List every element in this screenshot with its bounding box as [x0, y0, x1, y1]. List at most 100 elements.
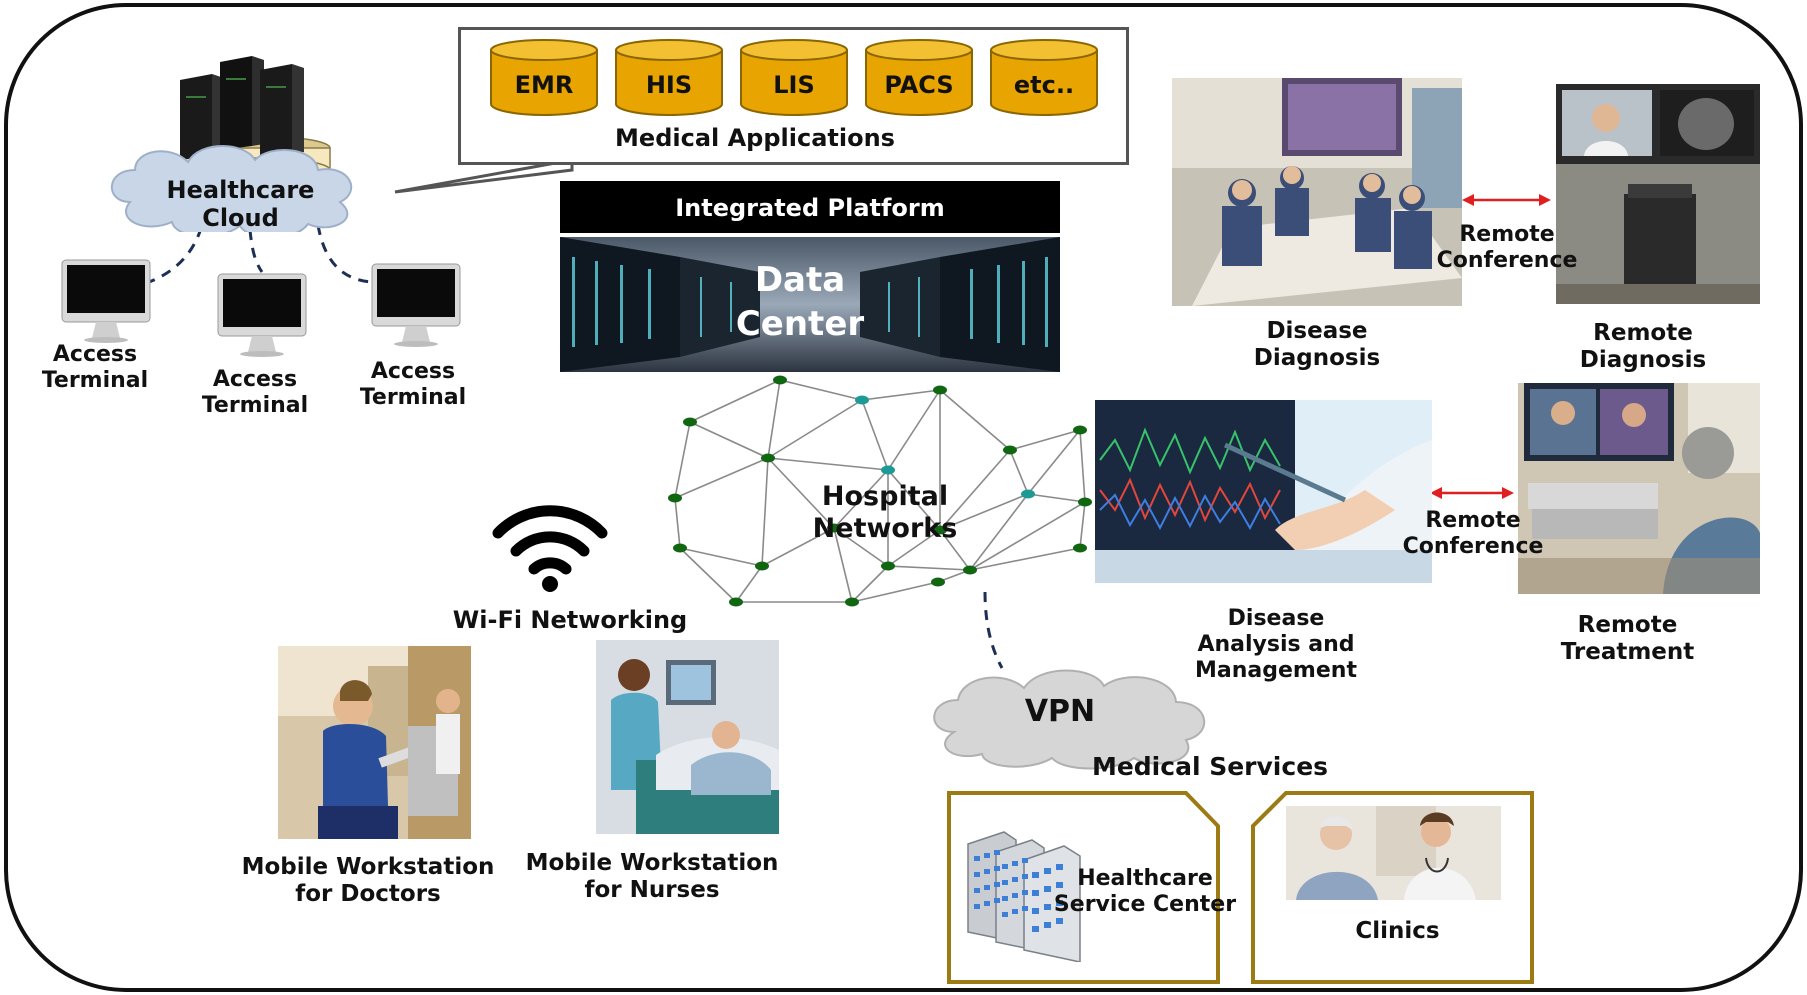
network-node	[1003, 445, 1017, 455]
disease-diagnosis-photo	[1172, 78, 1462, 306]
network-link	[969, 547, 1081, 571]
network-link	[861, 389, 941, 401]
network-link	[674, 497, 681, 549]
office-buildings-icon	[967, 831, 1081, 962]
data-center-image	[560, 237, 1060, 372]
network-link	[1009, 429, 1081, 451]
access-terminal-label: Access Terminal	[359, 359, 467, 410]
network-node	[755, 561, 769, 571]
database-label: HIS	[646, 71, 692, 99]
network-link	[887, 565, 971, 571]
remote-diagnosis-label: Remote Diagnosis	[1579, 320, 1707, 374]
medical-services-title: Medical Services	[1091, 752, 1329, 781]
outer-frame	[4, 3, 1803, 992]
data-center-label: Data Center	[735, 260, 865, 345]
clinic-photo	[1286, 806, 1501, 900]
database-label: PACS	[884, 71, 953, 99]
network-link	[939, 529, 971, 571]
database-cylinder-icon: PACS	[865, 39, 973, 116]
vpn-cloud	[933, 669, 1206, 770]
access-terminal-label: Access Terminal	[41, 342, 149, 393]
network-vpn-link	[983, 591, 1004, 669]
doctor-workstation-photo	[278, 646, 471, 839]
clinics-label: Clinics	[1355, 918, 1440, 944]
network-link	[1009, 449, 1029, 495]
network-link	[767, 379, 781, 459]
imac-monitor-icon	[217, 273, 307, 357]
network-node	[845, 597, 859, 607]
network-node	[761, 453, 775, 463]
callout-tail	[394, 158, 574, 194]
database-row: EMR HIS LIS PACS etc..	[488, 38, 1108, 118]
network-link	[969, 501, 1086, 571]
network-node	[668, 493, 682, 503]
network-link	[761, 527, 835, 567]
network-link	[689, 379, 781, 423]
network-link	[767, 457, 889, 471]
network-link	[887, 529, 941, 567]
cloud-terminal-link-3	[316, 224, 373, 284]
database-label: etc..	[1014, 71, 1074, 99]
integrated-platform-title: Integrated Platform	[675, 194, 945, 222]
network-node	[931, 577, 945, 587]
imac-monitor-icon	[61, 259, 151, 343]
network-node	[1073, 425, 1087, 435]
network-node	[673, 543, 687, 553]
network-link	[851, 565, 889, 603]
healthcare-service-center-label: Healthcare Service Center	[1053, 866, 1237, 917]
remote-conference-label-top: Remote Conference	[1436, 222, 1578, 273]
network-link	[887, 469, 941, 531]
network-link	[939, 389, 1011, 451]
network-node	[1078, 497, 1092, 507]
network-link	[779, 379, 863, 401]
remote-conference-label-bottom: Remote Conference	[1402, 508, 1544, 559]
healthcare-cloud-label: Healthcare Cloud	[166, 176, 315, 233]
network-link	[674, 421, 691, 499]
hospital-networks-label: Hospital Networks	[812, 481, 958, 544]
network-link	[761, 457, 769, 567]
database-cylinder-icon: LIS	[740, 39, 848, 116]
network-node	[683, 417, 697, 427]
disease-analysis-photo	[1095, 400, 1432, 583]
network-node	[933, 525, 947, 535]
network-node	[963, 565, 977, 575]
network-node	[1021, 489, 1035, 499]
hospital-network-mesh	[668, 375, 1092, 607]
network-node	[1073, 543, 1087, 553]
network-link	[851, 581, 939, 603]
cloud-terminal-link-1	[139, 209, 207, 287]
database-label: LIS	[773, 71, 815, 99]
database-cylinder-icon: HIS	[615, 39, 723, 116]
network-link	[1079, 501, 1086, 549]
network-link	[735, 565, 763, 603]
mobile-workstation-nurses-label: Mobile Workstation for Nurses	[525, 850, 779, 904]
network-link	[969, 493, 1029, 571]
mobile-workstation-doctors-label: Mobile Workstation for Doctors	[241, 854, 495, 908]
network-link	[887, 389, 941, 471]
healthcare-cloud	[110, 56, 352, 232]
network-node	[855, 395, 869, 405]
server-towers-icon	[180, 56, 304, 160]
remote-treatment-photo	[1518, 383, 1760, 594]
network-link	[833, 527, 889, 567]
wifi-label: Wi-Fi Networking	[452, 606, 688, 634]
network-link	[1027, 493, 1086, 503]
network-node	[881, 561, 895, 571]
network-link	[689, 421, 769, 459]
network-link	[679, 547, 763, 567]
remote-treatment-label: Remote Treatment	[1560, 612, 1695, 666]
network-node	[729, 597, 743, 607]
cloud-terminal-link-2	[248, 229, 264, 273]
network-link	[767, 399, 863, 459]
nurse-workstation-photo	[596, 640, 779, 834]
network-link	[767, 457, 835, 529]
database-label: EMR	[515, 71, 574, 99]
integrated-platform-banner	[560, 181, 1060, 233]
network-link	[939, 493, 1029, 531]
network-link	[679, 547, 737, 603]
database-cylinder-icon: etc..	[990, 39, 1098, 116]
network-link	[833, 469, 889, 529]
network-link	[939, 449, 1011, 531]
disease-diagnosis-label: Disease Diagnosis	[1253, 318, 1381, 372]
